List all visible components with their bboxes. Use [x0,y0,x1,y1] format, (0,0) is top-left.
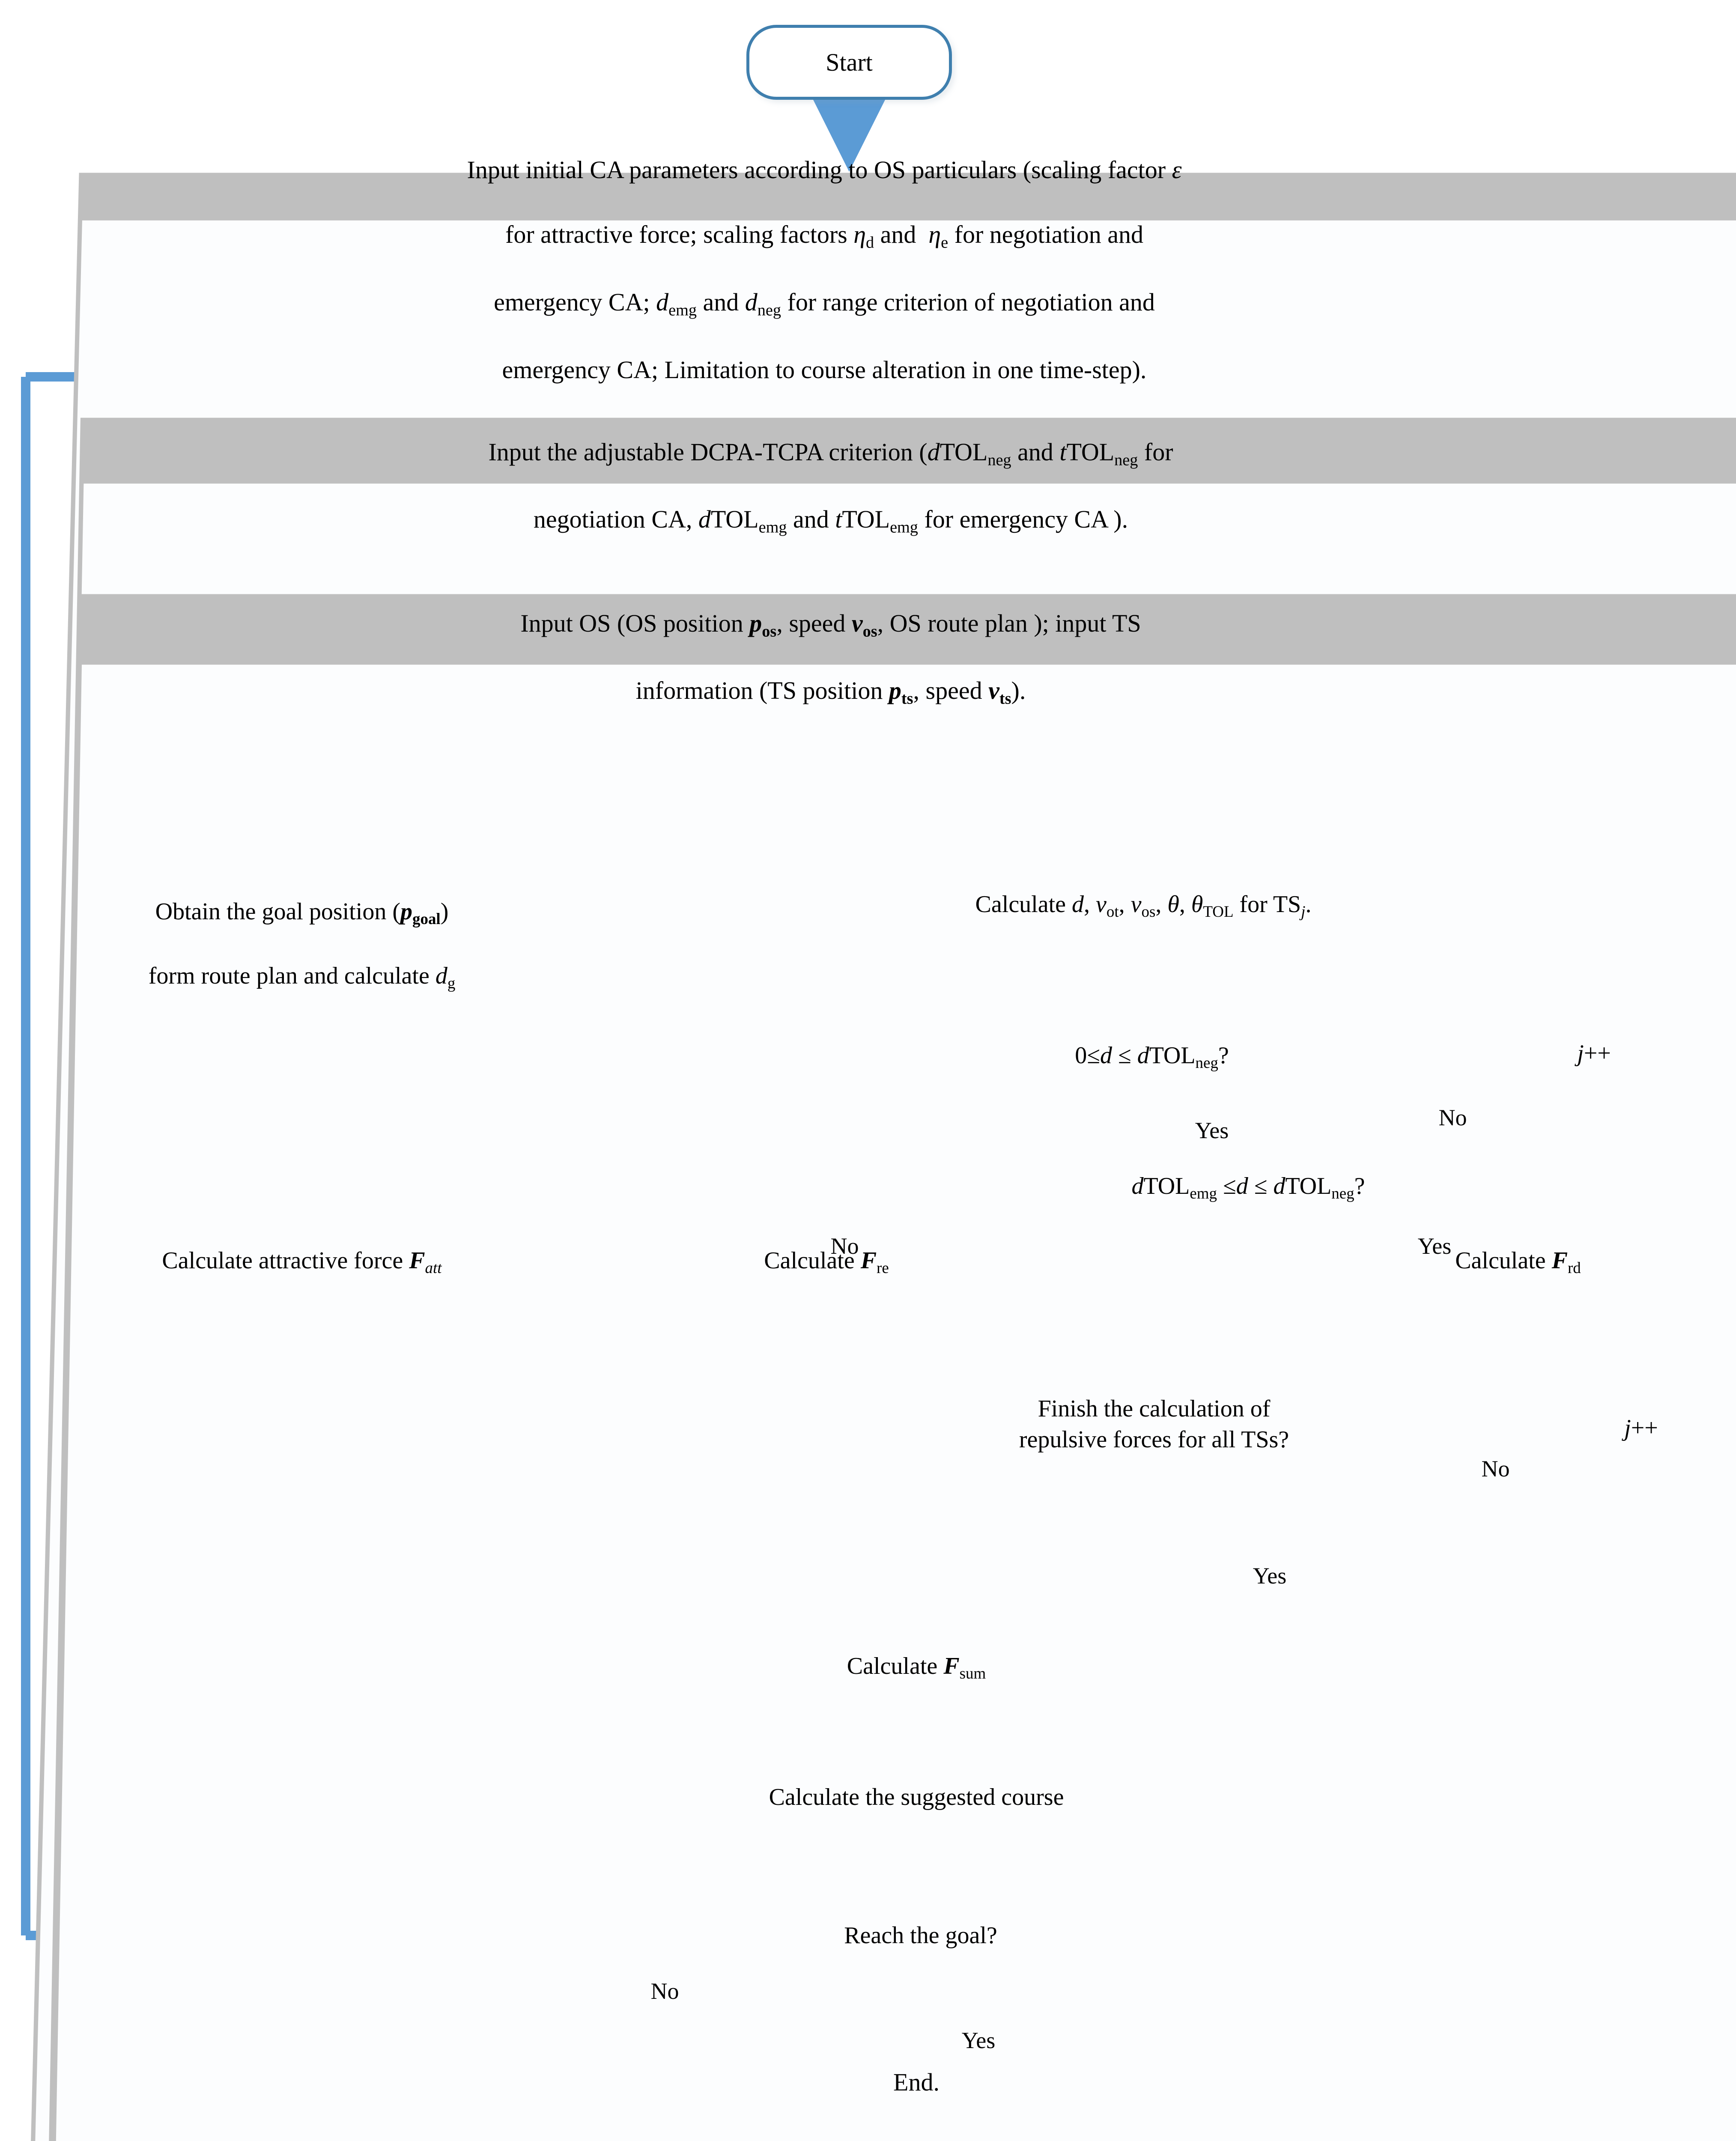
calc-ts-params-node: Calculate d, vot, vos, θ, θTOL for TSj. [886,856,1400,924]
decision-reach-goal-label: Reach the goal? [844,1922,997,1949]
start-label: Start [826,48,873,76]
input-parameters-text: Input initial CA parameters according to… [467,156,1182,384]
calc-frd-text: Calculate Frd [1455,1247,1581,1276]
edge-label-text: No [650,1978,679,2004]
parallelogram-shape [51,594,1736,2141]
edge-label-text: No [1481,1455,1510,1482]
decision-dtol-neg-label: 0≤d ≤ dTOLneg? [1075,1042,1229,1072]
input-os-ts-node: Input OS (OS position pos, speed vos, OS… [41,582,1736,2141]
end-label: End. [893,2068,940,2096]
increment-j-bottom-text: j++ [1624,1414,1658,1441]
edge-label-text: Yes [1195,1117,1229,1143]
calc-fsum-text: Calculate Fsum [847,1653,986,1682]
goal-position-text: Obtain the goal position (pgoal) form ro… [148,898,456,992]
input-os-ts-text: Input OS (OS position pos, speed vos, OS… [520,609,1141,708]
input-criterion-text: Input the adjustable DCPA-TCPA criterion… [488,438,1173,537]
input-criterion-node: Input the adjustable DCPA-TCPA criterion… [41,407,1736,2141]
start-terminator: Start [746,25,952,100]
calc-fre-text: Calculate Fre [764,1247,889,1276]
edge-label-text: No [830,1233,859,1259]
input-parameters-node: Input initial CA parameters according to… [26,156,1736,2141]
calc-fatt-text: Calculate attractive force Fatt [162,1247,442,1276]
edge-label-text: Yes [1253,1563,1287,1589]
edge-label-text: Yes [1417,1233,1452,1259]
increment-j-top-text: j++ [1577,1040,1611,1067]
edge-label-text: Yes [961,2027,996,2053]
calc-ts-params-text: Calculate d, vot, vos, θ, θTOL for TSj. [975,891,1312,920]
calc-course-text: Calculate the suggested course [769,1784,1064,1811]
edge-label-text: No [1438,1104,1467,1130]
decision-dtol-range-label: dTOLemg ≤d ≤ dTOLneg? [1131,1173,1365,1202]
